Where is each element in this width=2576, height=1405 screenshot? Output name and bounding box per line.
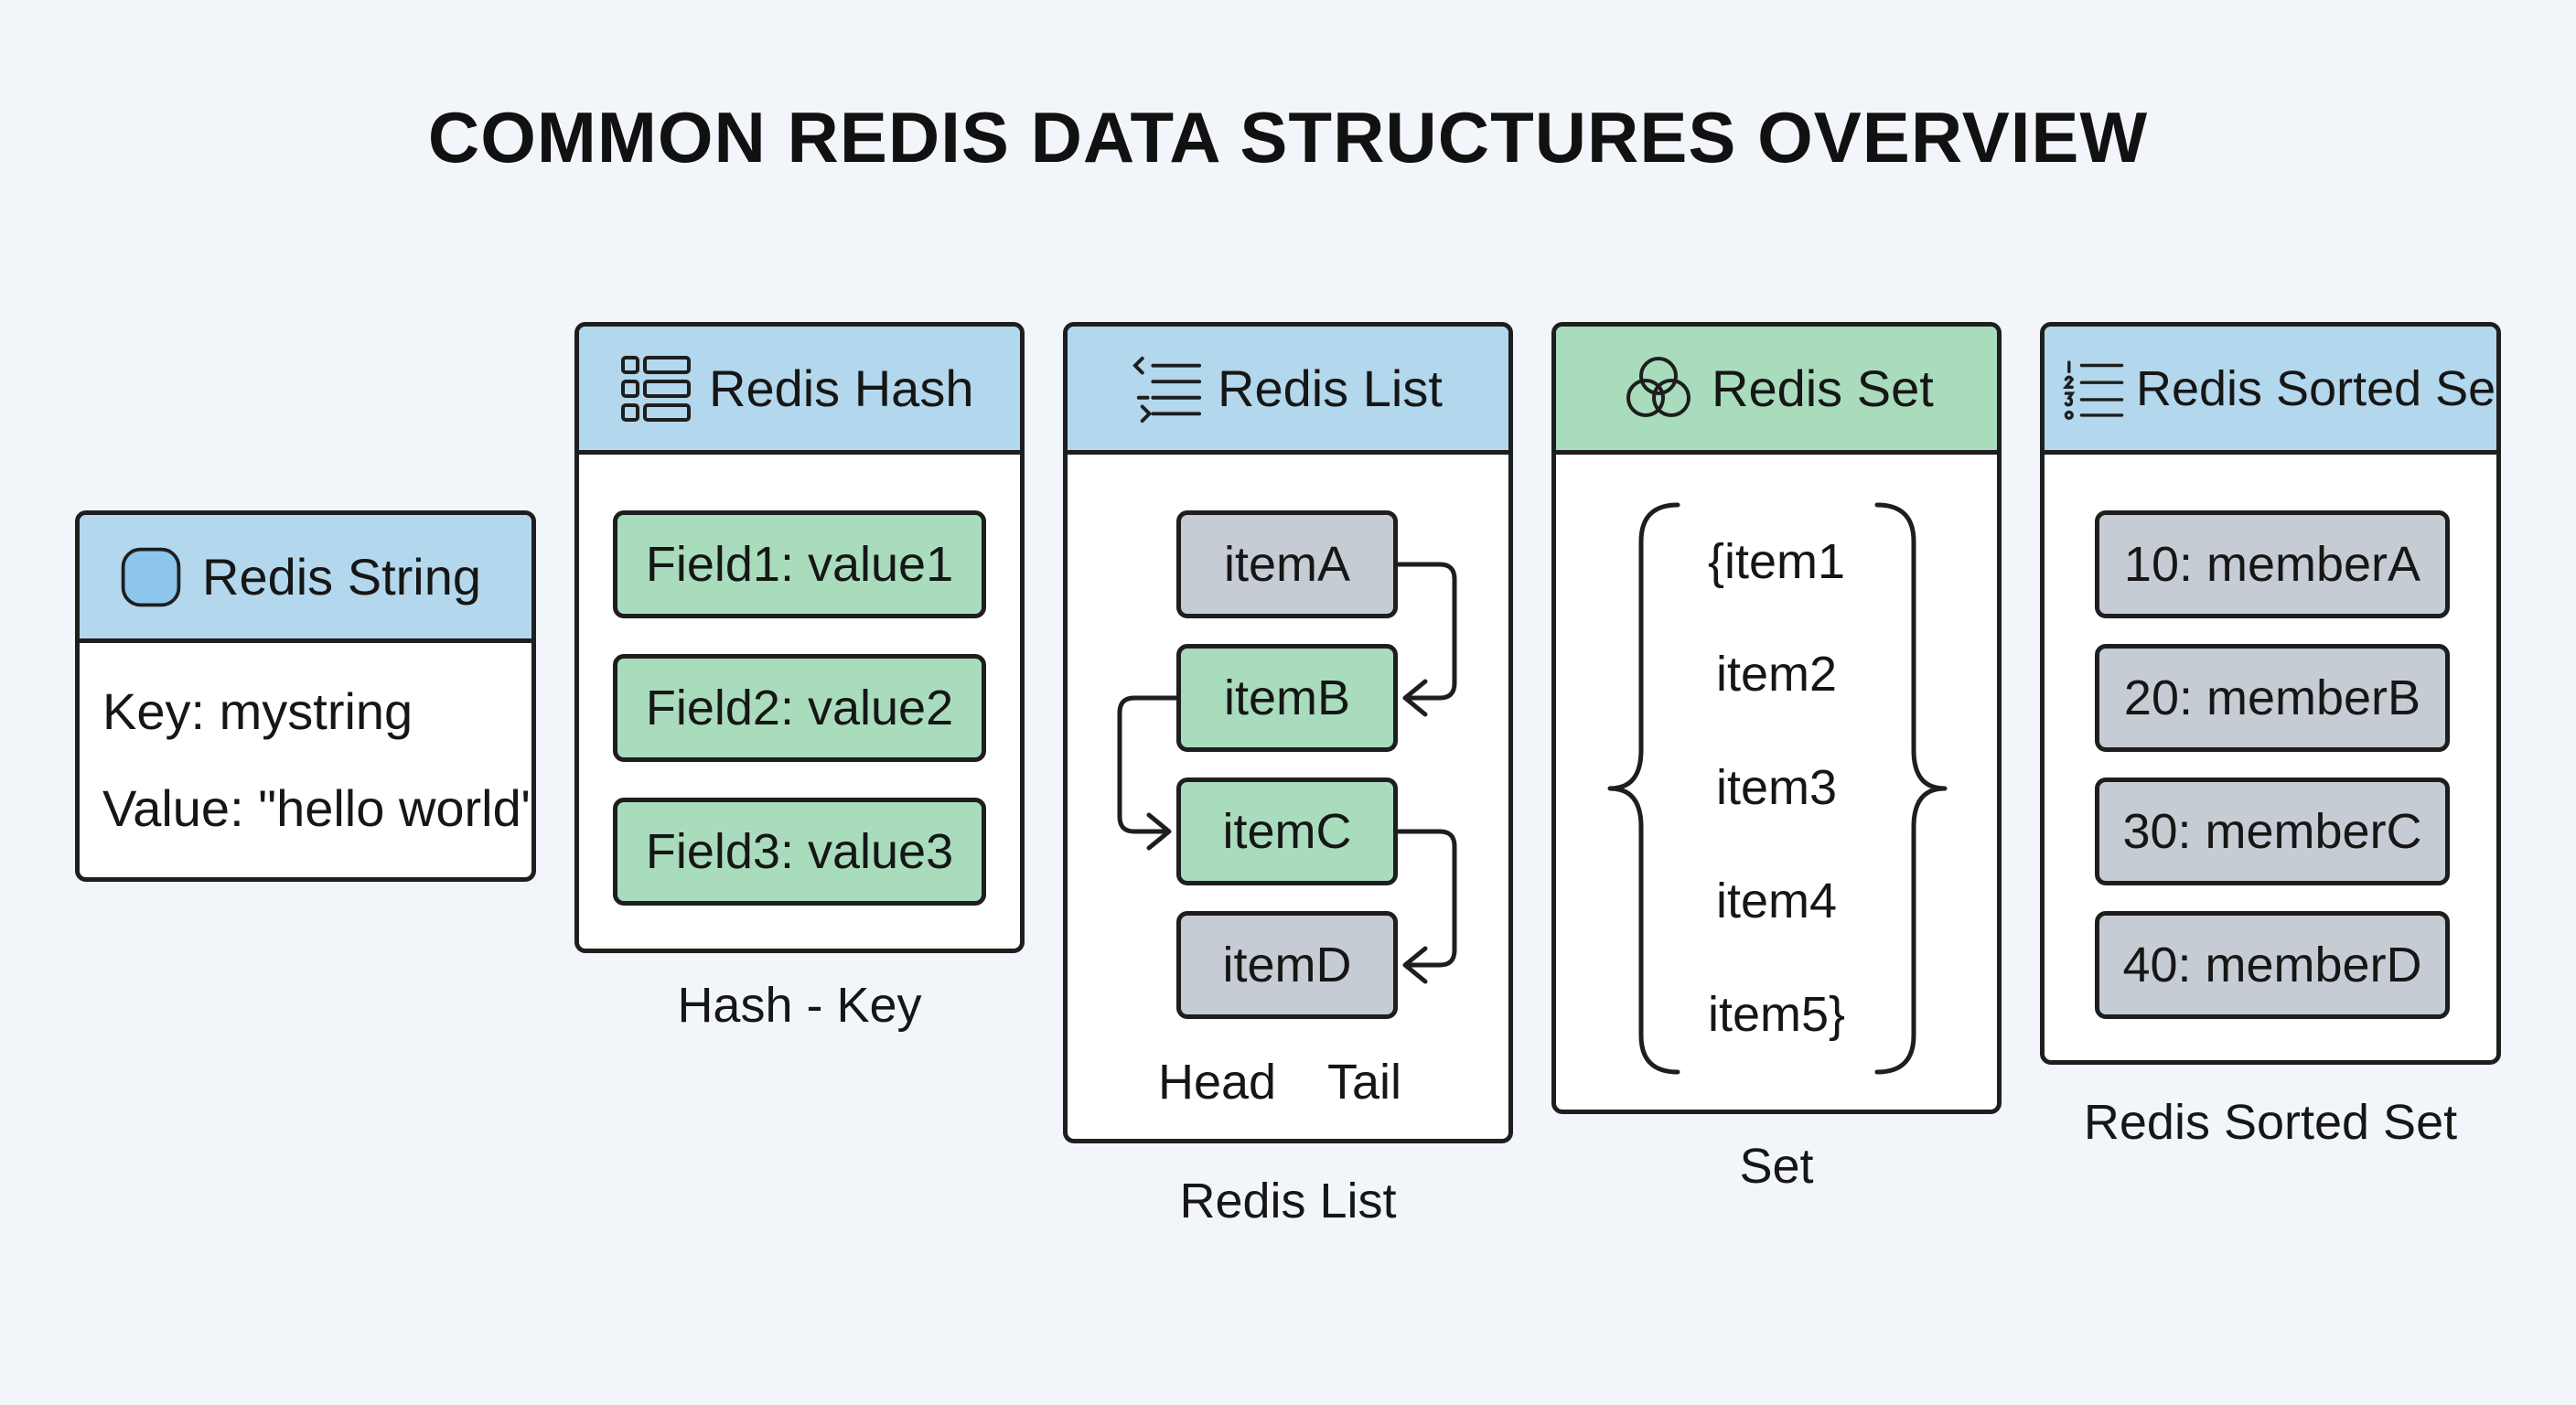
ordered-list-icon xyxy=(2063,359,2124,420)
rounded-square-icon xyxy=(121,547,181,606)
hash-field-3: Field3: value3 xyxy=(613,798,986,906)
sorted-set-caption: Redis Sorted Set xyxy=(2083,1095,2458,1150)
list-head-label: Head xyxy=(1158,1055,1277,1110)
set-member-4: item4 xyxy=(1715,874,1838,928)
redis-list-title: Redis List xyxy=(1218,359,1443,417)
set-member-2: item2 xyxy=(1715,647,1838,702)
hash-field-2: Field2: value2 xyxy=(613,654,986,762)
list-arrow-a-to-b xyxy=(1395,562,1457,701)
set-right-brace xyxy=(1874,502,1948,1075)
sorted-set-member-4: 40: memberD xyxy=(2095,911,2450,1019)
redis-hash-title: Redis Hash xyxy=(709,359,974,417)
list-item-b: itemB xyxy=(1176,644,1398,752)
set-left-brace xyxy=(1607,502,1680,1075)
list-arrow-b-to-c xyxy=(1117,695,1179,834)
list-tail-label: Tail xyxy=(1327,1055,1402,1110)
redis-list-header: Redis List xyxy=(1068,327,1508,455)
redis-set-header: Redis Set xyxy=(1556,327,1997,455)
list-icon xyxy=(1132,356,1202,423)
set-member-1: {item1 xyxy=(1707,534,1846,589)
venn-circles-icon xyxy=(1626,356,1690,417)
redis-set-title: Redis Set xyxy=(1712,359,1934,417)
redis-sorted-set-header: Redis Sorted Set xyxy=(2045,327,2496,455)
list-caption: Redis List xyxy=(1179,1174,1397,1228)
redis-string-header: Redis String xyxy=(80,515,531,643)
redis-hash-header: Redis Hash xyxy=(579,327,1020,455)
sorted-set-member-1: 10: memberA xyxy=(2095,510,2450,618)
redis-sorted-set-title: Redis Sorted Set xyxy=(2136,360,2501,416)
set-member-3: item3 xyxy=(1715,760,1838,815)
list-arrowhead-d xyxy=(1402,946,1428,984)
set-member-5: item5} xyxy=(1707,987,1846,1042)
list-arrowhead-c xyxy=(1146,812,1172,851)
hash-field-1: Field1: value1 xyxy=(613,510,986,618)
redis-string-card: Redis String Key: mystring Value: "hello… xyxy=(75,510,536,882)
table-icon xyxy=(621,355,691,422)
string-key-line: Key: mystring xyxy=(102,682,413,740)
redis-string-title: Redis String xyxy=(202,548,482,606)
diagram-title: COMMON REDIS DATA STRUCTURES OVERVIEW xyxy=(427,97,2149,177)
sorted-set-member-3: 30: memberC xyxy=(2095,778,2450,885)
string-value-line: Value: "hello world" xyxy=(102,779,536,837)
list-item-c: itemC xyxy=(1176,778,1398,885)
hash-caption: Hash - Key xyxy=(677,978,922,1033)
list-arrow-c-to-d xyxy=(1395,829,1457,968)
list-arrowhead-b xyxy=(1402,679,1428,717)
sorted-set-member-2: 20: memberB xyxy=(2095,644,2450,752)
list-item-d: itemD xyxy=(1176,911,1398,1019)
redis-set-card: Redis Set xyxy=(1551,322,2002,1114)
set-caption: Set xyxy=(1739,1139,1814,1194)
